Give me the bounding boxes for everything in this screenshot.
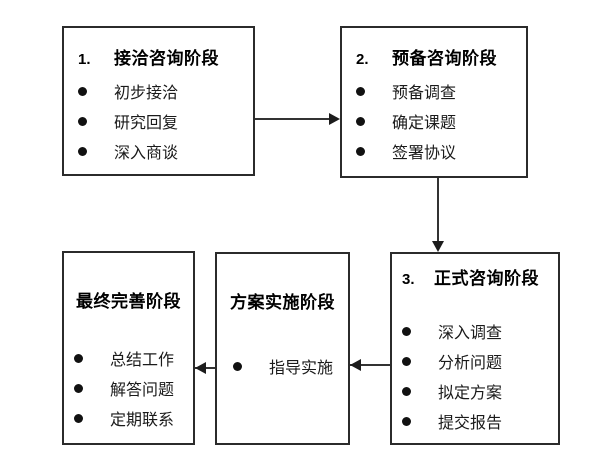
arrowhead-left-icon	[350, 359, 361, 371]
bullet-dot-icon	[402, 326, 438, 336]
list-item: 深入调查	[402, 316, 550, 346]
bullet-dot-icon	[402, 416, 438, 426]
bullet-dot-icon	[233, 361, 269, 371]
bullet-dot-icon	[402, 386, 438, 396]
bullet-dot-icon	[74, 413, 110, 423]
list-item-label: 深入商谈	[114, 145, 179, 162]
flow-box-stage-2-list: 预备调查 确定课题 签署协议	[356, 76, 518, 166]
list-item: 分析问题	[402, 346, 550, 376]
list-item-label: 拟定方案	[438, 385, 503, 402]
list-item: 预备调查	[356, 76, 518, 106]
list-item: 定期联系	[74, 403, 185, 433]
bullet-dot-icon	[78, 116, 114, 126]
connector-arrow-stage4-to-stage5	[195, 362, 215, 374]
bullet-dot-icon	[356, 86, 392, 96]
bullet-dot-icon	[356, 116, 392, 126]
list-item-label: 分析问题	[438, 355, 503, 372]
flow-box-stage-3-heading: 3. 正式咨询阶段	[402, 264, 539, 289]
list-item: 初步接洽	[78, 76, 245, 106]
flow-box-stage-4-list: 指导实施	[233, 351, 340, 381]
list-item-label: 深入调查	[438, 325, 503, 342]
bullet-dot-icon	[74, 353, 110, 363]
list-item: 研究回复	[78, 106, 245, 136]
flow-box-stage-2-title: 预备咨询阶段	[392, 49, 497, 68]
list-item-label: 指导实施	[269, 360, 334, 377]
list-item: 签署协议	[356, 136, 518, 166]
list-item-label: 定期联系	[110, 412, 175, 429]
bullet-dot-icon	[78, 146, 114, 156]
bullet-dot-icon	[402, 356, 438, 366]
connector-line	[255, 118, 330, 120]
list-item: 解答问题	[74, 373, 185, 403]
connector-arrow-stage2-to-stage3	[432, 178, 444, 252]
list-item-label: 签署协议	[392, 145, 457, 162]
flow-box-stage-3[interactable]: 3. 正式咨询阶段 深入调查 分析问题 拟定方案 提交报告	[390, 252, 560, 445]
connector-arrow-stage3-to-stage4	[350, 359, 390, 371]
list-item: 拟定方案	[402, 376, 550, 406]
list-item-label: 解答问题	[110, 382, 175, 399]
flow-box-stage-1-heading: 1. 接洽咨询阶段	[78, 44, 219, 69]
arrowhead-left-icon	[195, 362, 206, 374]
connector-line	[437, 178, 439, 242]
flow-box-stage-3-title: 正式咨询阶段	[434, 269, 539, 288]
flow-box-stage-1-title: 接洽咨询阶段	[114, 49, 219, 68]
list-item: 提交报告	[402, 406, 550, 436]
arrowhead-down-icon	[432, 241, 444, 252]
bullet-dot-icon	[78, 86, 114, 96]
flow-box-stage-5-heading: 最终完善阶段	[64, 287, 193, 312]
bullet-dot-icon	[74, 383, 110, 393]
flow-box-stage-3-list: 深入调查 分析问题 拟定方案 提交报告	[402, 316, 550, 436]
list-item-label: 预备调查	[392, 85, 457, 102]
connector-arrow-stage1-to-stage2	[255, 113, 340, 125]
list-item: 总结工作	[74, 343, 185, 373]
list-item-label: 确定课题	[392, 115, 457, 132]
flow-box-stage-2[interactable]: 2. 预备咨询阶段 预备调查 确定课题 签署协议	[340, 26, 528, 178]
list-item: 确定课题	[356, 106, 518, 136]
flow-box-stage-1-list: 初步接洽 研究回复 深入商谈	[78, 76, 245, 166]
flow-box-stage-2-number: 2.	[356, 51, 369, 68]
flow-box-stage-3-number: 3.	[402, 271, 415, 288]
bullet-dot-icon	[356, 146, 392, 156]
flow-box-stage-1[interactable]: 1. 接洽咨询阶段 初步接洽 研究回复 深入商谈	[62, 26, 255, 176]
list-item-label: 研究回复	[114, 115, 179, 132]
flow-box-stage-4[interactable]: 方案实施阶段 指导实施	[215, 252, 350, 445]
flow-box-stage-1-number: 1.	[78, 51, 91, 68]
flow-box-stage-5-list: 总结工作 解答问题 定期联系	[74, 343, 185, 433]
list-item-label: 提交报告	[438, 415, 503, 432]
flow-box-stage-5-title: 最终完善阶段	[76, 292, 181, 311]
flow-box-stage-4-heading: 方案实施阶段	[217, 288, 348, 313]
list-item: 指导实施	[233, 351, 340, 381]
flow-box-stage-5[interactable]: 最终完善阶段 总结工作 解答问题 定期联系	[62, 251, 195, 445]
list-item-label: 总结工作	[110, 352, 175, 369]
arrowhead-right-icon	[329, 113, 340, 125]
connector-line	[350, 364, 390, 366]
list-item-label: 初步接洽	[114, 85, 179, 102]
list-item: 深入商谈	[78, 136, 245, 166]
flow-box-stage-4-title: 方案实施阶段	[230, 293, 335, 312]
flow-box-stage-2-heading: 2. 预备咨询阶段	[356, 44, 497, 69]
